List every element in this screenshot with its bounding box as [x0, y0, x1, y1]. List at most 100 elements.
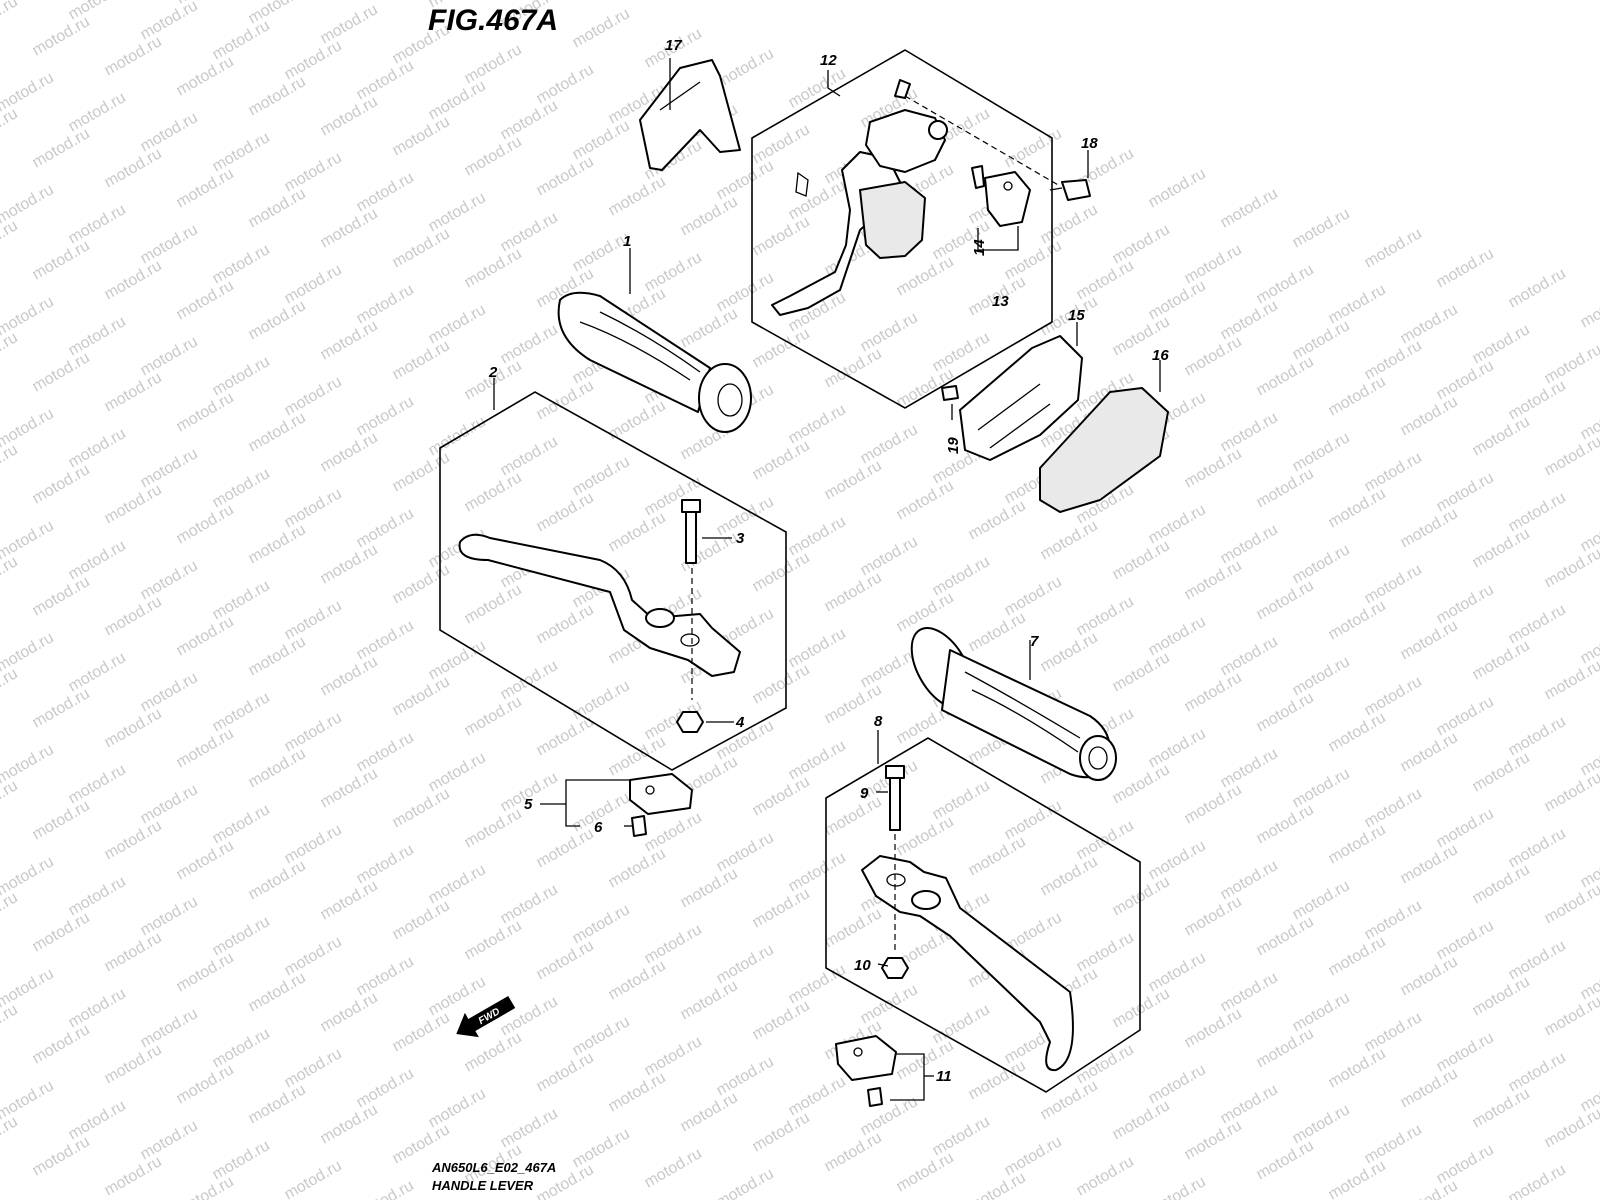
bolt-9[interactable]	[885, 765, 905, 952]
watermark-text: motod.ru	[678, 1089, 741, 1135]
watermark-text: motod.ru	[318, 429, 381, 475]
watermark-text: motod.ru	[1038, 517, 1101, 563]
watermark-text: motod.ru	[1074, 257, 1137, 303]
guard-cover-16[interactable]	[1039, 387, 1169, 513]
watermark-text: motod.ru	[138, 221, 201, 267]
watermark-text: motod.ru	[570, 1013, 633, 1059]
watermark-text: motod.ru	[1254, 689, 1317, 735]
parking-brake-assembly[interactable]	[771, 79, 1061, 316]
watermark-text: motod.ru	[642, 249, 705, 295]
watermark-text: motod.ru	[318, 1, 381, 47]
watermark-text: motod.ru	[894, 253, 957, 299]
watermark-text: motod.ru	[30, 461, 93, 507]
callout-4: 4	[735, 714, 745, 731]
callout-7: 7	[1030, 633, 1039, 650]
watermark-text: motod.ru	[678, 977, 741, 1023]
nut-10[interactable]	[881, 957, 909, 979]
cover-17[interactable]	[639, 59, 741, 171]
watermark-text: motod.ru	[570, 117, 633, 163]
watermark-text: motod.ru	[750, 213, 813, 259]
watermark-text: motod.ru	[1290, 205, 1353, 251]
watermark-text: motod.ru	[534, 713, 597, 759]
watermark-text: motod.ru	[570, 5, 633, 51]
watermark-text: motod.ru	[1470, 749, 1533, 795]
watermark-text: motod.ru	[138, 1005, 201, 1051]
watermark-text: motod.ru	[0, 1001, 21, 1047]
watermark-text: motod.ru	[894, 477, 957, 523]
watermark-text: motod.ru	[210, 1025, 273, 1071]
watermark-text: motod.ru	[390, 113, 453, 159]
watermark-text: motod.ru	[30, 237, 93, 283]
watermark-text: motod.ru	[246, 409, 309, 455]
watermark-text: motod.ru	[174, 1061, 237, 1107]
watermark-text: motod.ru	[1470, 413, 1533, 459]
watermark-text: motod.ru	[138, 893, 201, 939]
watermark-text: motod.ru	[1254, 801, 1317, 847]
bolt-3[interactable]	[681, 499, 701, 700]
assembly-box-8	[825, 737, 1141, 1093]
brake-lever-right[interactable]	[861, 855, 1074, 1072]
watermark-text: motod.ru	[1398, 953, 1461, 999]
watermark-text: motod.ru	[1542, 769, 1600, 815]
watermark-text: motod.ru	[282, 1157, 345, 1200]
watermark-text: motod.ru	[318, 989, 381, 1035]
guard-15[interactable]	[959, 335, 1083, 461]
callout-19: 19	[945, 437, 962, 454]
watermark-text: motod.ru	[318, 541, 381, 587]
watermark-text: motod.ru	[750, 997, 813, 1043]
watermark-text: motod.ru	[606, 845, 669, 891]
watermark-text: motod.ru	[426, 77, 489, 123]
watermark-text: motod.ru	[1434, 1029, 1497, 1075]
watermark-text: motod.ru	[354, 1065, 417, 1111]
watermark-text: motod.ru	[426, 861, 489, 907]
watermark-text: motod.ru	[1470, 1085, 1533, 1131]
watermark-text: motod.ru	[498, 433, 561, 479]
watermark-text: motod.ru	[1362, 1009, 1425, 1055]
switch-5[interactable]	[629, 773, 693, 815]
assembly-box-2	[439, 391, 787, 771]
watermark-text: motod.ru	[66, 873, 129, 919]
screw-6[interactable]	[631, 815, 647, 837]
watermark-text: motod.ru	[1506, 377, 1569, 423]
watermark-text: motod.ru	[1110, 761, 1173, 807]
watermark-text: motod.ru	[1254, 465, 1317, 511]
watermark-text: motod.ru	[1218, 745, 1281, 791]
watermark-text: motod.ru	[1398, 617, 1461, 663]
watermark-text: motod.ru	[858, 309, 921, 355]
watermark-text: motod.ru	[1002, 237, 1065, 283]
watermark-text: motod.ru	[534, 61, 597, 107]
switch-14[interactable]	[971, 165, 1031, 227]
grip-1[interactable]	[557, 291, 752, 433]
watermark-text: motod.ru	[246, 857, 309, 903]
watermark-text: motod.ru	[1542, 341, 1600, 387]
watermark-text: motod.ru	[1254, 913, 1317, 959]
watermark-text: motod.ru	[1074, 1153, 1137, 1199]
watermark-text: motod.ru	[210, 241, 273, 287]
watermark-text: motod.ru	[1038, 629, 1101, 675]
screw-19[interactable]	[941, 385, 959, 401]
switch-11[interactable]	[835, 1035, 897, 1107]
watermark-text: motod.ru	[786, 177, 849, 223]
watermark-text: motod.ru	[282, 1045, 345, 1091]
watermark-text: motod.ru	[102, 705, 165, 751]
figure-title: FIG.467A	[428, 4, 558, 37]
bolt-18[interactable]	[1049, 179, 1091, 201]
watermark-text: motod.ru	[174, 725, 237, 771]
watermark-text: motod.ru	[1326, 281, 1389, 327]
watermark-text: motod.ru	[246, 521, 309, 567]
watermark-text: motod.ru	[174, 389, 237, 435]
grip-7[interactable]	[899, 618, 1117, 781]
callout-14: 14	[971, 239, 988, 256]
watermark-text: motod.ru	[1470, 321, 1533, 367]
brake-lever-left[interactable]	[458, 533, 741, 677]
watermark-text: motod.ru	[354, 1177, 417, 1200]
watermark-text: motod.ru	[1434, 1141, 1497, 1187]
watermark-text: motod.ru	[390, 225, 453, 271]
watermark-text: motod.ru	[1146, 501, 1209, 547]
nut-4[interactable]	[676, 711, 704, 733]
watermark-text: motod.ru	[0, 777, 21, 823]
watermark-text: motod.ru	[1146, 949, 1209, 995]
watermark-text: motod.ru	[1398, 301, 1461, 347]
callout-3: 3	[736, 530, 745, 547]
watermark-text: motod.ru	[714, 493, 777, 539]
